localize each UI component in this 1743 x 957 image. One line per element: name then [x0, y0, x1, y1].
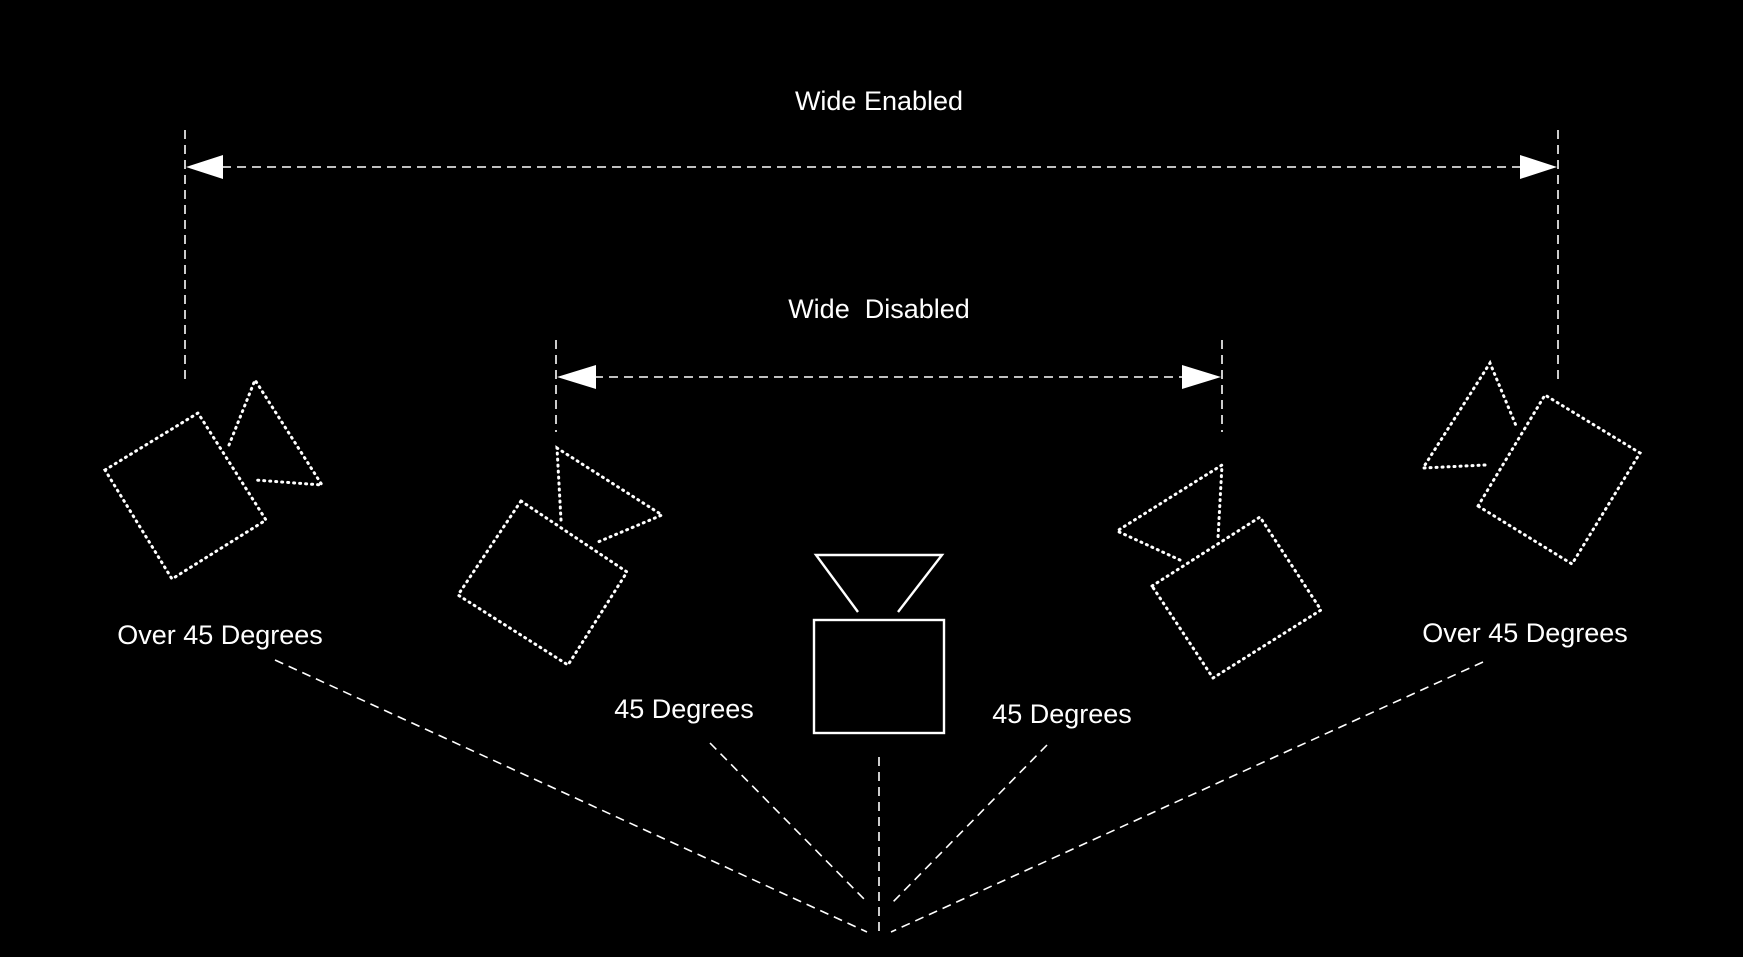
deg45-right-ray: [889, 744, 1048, 906]
wide-disabled-dimension: Wide Disabled: [555, 294, 1223, 432]
left-speaker-box: [455, 498, 630, 668]
angle-rays: [274, 659, 1484, 935]
wide-disabled-left-arrowhead: [557, 365, 596, 389]
center-speaker-horn: [813, 553, 945, 613]
over45-left-ray: [274, 659, 868, 933]
deg45-left-label: 45 Degrees: [614, 694, 754, 724]
left-wide-speaker-horn: [227, 376, 325, 487]
center-speaker: [812, 553, 946, 735]
deg45-right-label: 45 Degrees: [992, 699, 1132, 729]
deg45-left-ray: [709, 742, 868, 903]
left-speaker: [455, 445, 666, 668]
left-speaker-horn: [555, 445, 666, 544]
right-wide-speaker: [1420, 359, 1643, 567]
wide-enabled-dimension: Wide Enabled: [184, 86, 1559, 382]
wide-disabled-label: Wide Disabled: [788, 294, 970, 324]
over45-left-label: Over 45 Degrees: [117, 620, 323, 650]
left-wide-speaker-box: [102, 410, 269, 582]
center-speaker-box: [812, 618, 946, 735]
wide-enabled-label: Wide Enabled: [795, 86, 963, 116]
over45-right-label: Over 45 Degrees: [1422, 618, 1628, 648]
wide-enabled-right-arrowhead: [1520, 155, 1557, 179]
right-speaker: [1113, 462, 1324, 681]
right-speaker-horn: [1113, 462, 1224, 562]
right-wide-speaker-horn: [1420, 359, 1519, 470]
left-wide-speaker: [102, 376, 325, 582]
wide-enabled-left-arrowhead: [186, 155, 223, 179]
wide-disabled-right-arrowhead: [1182, 365, 1221, 389]
right-speaker-box: [1149, 514, 1324, 681]
over45-right-ray: [890, 661, 1484, 933]
right-wide-speaker-box: [1475, 392, 1643, 567]
